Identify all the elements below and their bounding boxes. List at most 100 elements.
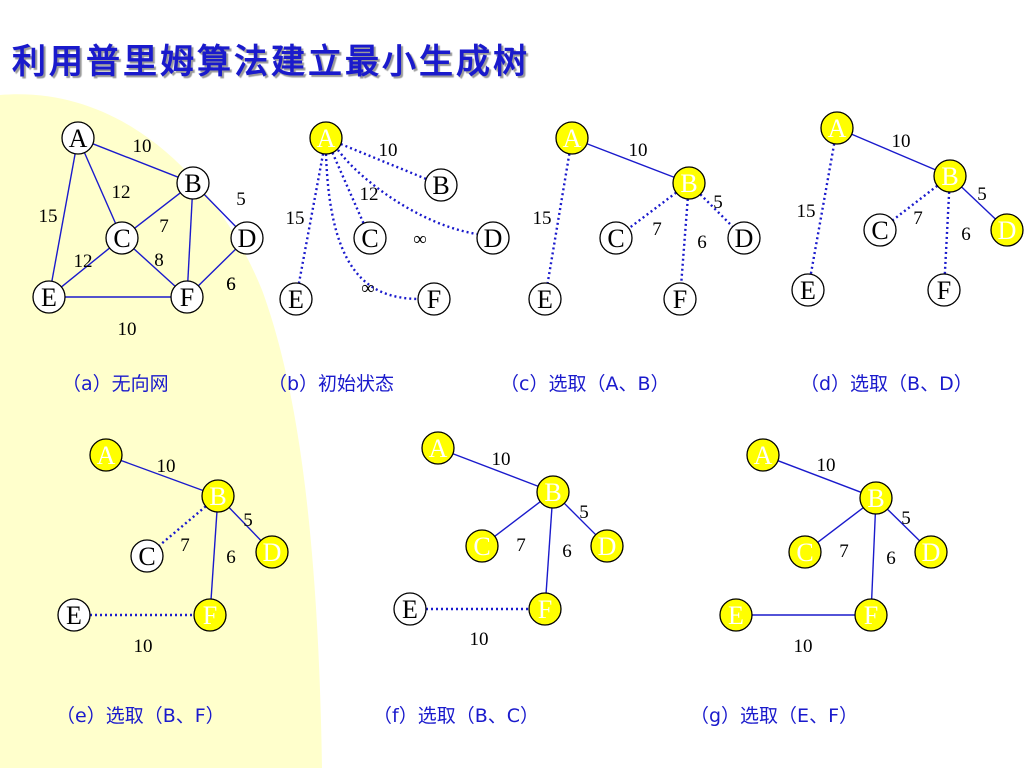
node-circle: [230, 221, 264, 255]
edge-weight-label: 12: [360, 184, 379, 205]
edge-a-b: [777, 460, 862, 493]
node-label: B: [680, 169, 697, 198]
node-circle: [417, 282, 451, 316]
node-c: C: [105, 221, 139, 255]
edge-b-c: [817, 507, 864, 543]
edge-weight-label: ∞: [413, 229, 427, 250]
node-label: F: [937, 276, 951, 305]
node-circle: [599, 221, 633, 255]
edge-b-d: [961, 186, 996, 220]
edge-weight-label: 5: [579, 502, 589, 523]
edge-weight-label: 10: [133, 136, 152, 157]
panel-caption: （e）选取（B、F）: [56, 705, 225, 727]
node-circle: [590, 529, 624, 563]
node-label: E: [66, 601, 82, 630]
node-c: C: [465, 529, 499, 563]
edge-b-d: [228, 507, 262, 541]
edge-weight-label: 10: [134, 636, 153, 657]
node-label: F: [864, 601, 878, 630]
edge-b-c: [134, 192, 181, 229]
edge-weight-label: 10: [817, 455, 836, 476]
edge-weight-label: 15: [533, 208, 552, 229]
node-circle: [465, 529, 499, 563]
node-d: D: [914, 535, 948, 569]
edge-weight-label: 10: [118, 319, 137, 340]
node-f: F: [927, 273, 961, 307]
edge-weight-label: 10: [492, 449, 511, 470]
edge-b-f: [943, 191, 951, 275]
edge-weight-label: 6: [961, 224, 971, 245]
panel-caption: （f）选取（B、C）: [373, 705, 539, 727]
node-label: E: [728, 601, 744, 630]
node-f: F: [193, 598, 227, 632]
node-circle: [528, 282, 562, 316]
node-c: C: [599, 221, 633, 255]
node-circle: [32, 280, 66, 314]
node-a: A: [555, 121, 589, 155]
node-circle: [89, 438, 123, 472]
node-label: B: [867, 484, 884, 513]
edge-a-b: [120, 459, 204, 492]
node-label: A: [429, 434, 448, 463]
edge-weight-label: 5: [713, 192, 723, 213]
node-b: B: [672, 166, 706, 200]
node-circle: [990, 213, 1024, 247]
node-circle: [672, 166, 706, 200]
node-a: A: [421, 431, 455, 465]
node-e: E: [719, 598, 753, 632]
node-circle: [788, 535, 822, 569]
edge-weight-label: 7: [180, 535, 190, 556]
edge-b-f: [210, 511, 218, 600]
edge-weight-label: 6: [886, 548, 896, 569]
edge-b-f: [680, 198, 689, 284]
node-circle: [255, 535, 289, 569]
edge-weight-label: 7: [516, 535, 526, 556]
node-c: C: [788, 535, 822, 569]
node-circle: [279, 282, 313, 316]
panel-caption: （d）选取（B、D）: [800, 373, 973, 395]
node-e: E: [57, 598, 91, 632]
node-label: D: [263, 538, 282, 567]
node-c: C: [353, 221, 387, 255]
edge-weight-label: 6: [697, 232, 707, 253]
panel-caption: （g）选取（E、F）: [690, 705, 858, 727]
node-circle: [176, 166, 210, 200]
edge-b-f: [870, 513, 877, 600]
edge-a-e: [546, 153, 571, 284]
node-circle: [528, 592, 562, 626]
node-label: E: [402, 595, 418, 624]
edge-a-b: [452, 453, 539, 487]
node-label: A: [828, 114, 847, 143]
node-circle: [309, 121, 343, 155]
node-circle: [193, 598, 227, 632]
node-e: E: [279, 282, 313, 316]
edge-a-b: [586, 143, 675, 178]
edge-b-d: [563, 502, 597, 536]
node-b: B: [176, 166, 210, 200]
node-label: B: [184, 169, 201, 198]
node-c: C: [863, 213, 897, 247]
edge-c-e: [61, 247, 110, 288]
node-circle: [727, 221, 761, 255]
edge-a-d: [337, 149, 478, 236]
node-a: A: [89, 438, 123, 472]
edge-weight-label: 15: [39, 206, 58, 227]
node-e: E: [393, 592, 427, 626]
node-e: E: [528, 282, 562, 316]
node-f: F: [854, 598, 888, 632]
page-title: 利用普里姆算法建立最小生成树: [12, 42, 530, 82]
node-a: A: [820, 111, 854, 145]
node-label: F: [203, 601, 217, 630]
node-circle: [130, 539, 164, 573]
node-label: B: [432, 171, 449, 200]
edge-weight-label: 15: [797, 201, 816, 222]
node-circle: [933, 159, 967, 193]
node-d: D: [230, 221, 264, 255]
node-b: B: [859, 481, 893, 515]
panel-caption: （c）选取（A、B）: [500, 373, 669, 395]
edge-weight-label: 5: [243, 510, 253, 531]
